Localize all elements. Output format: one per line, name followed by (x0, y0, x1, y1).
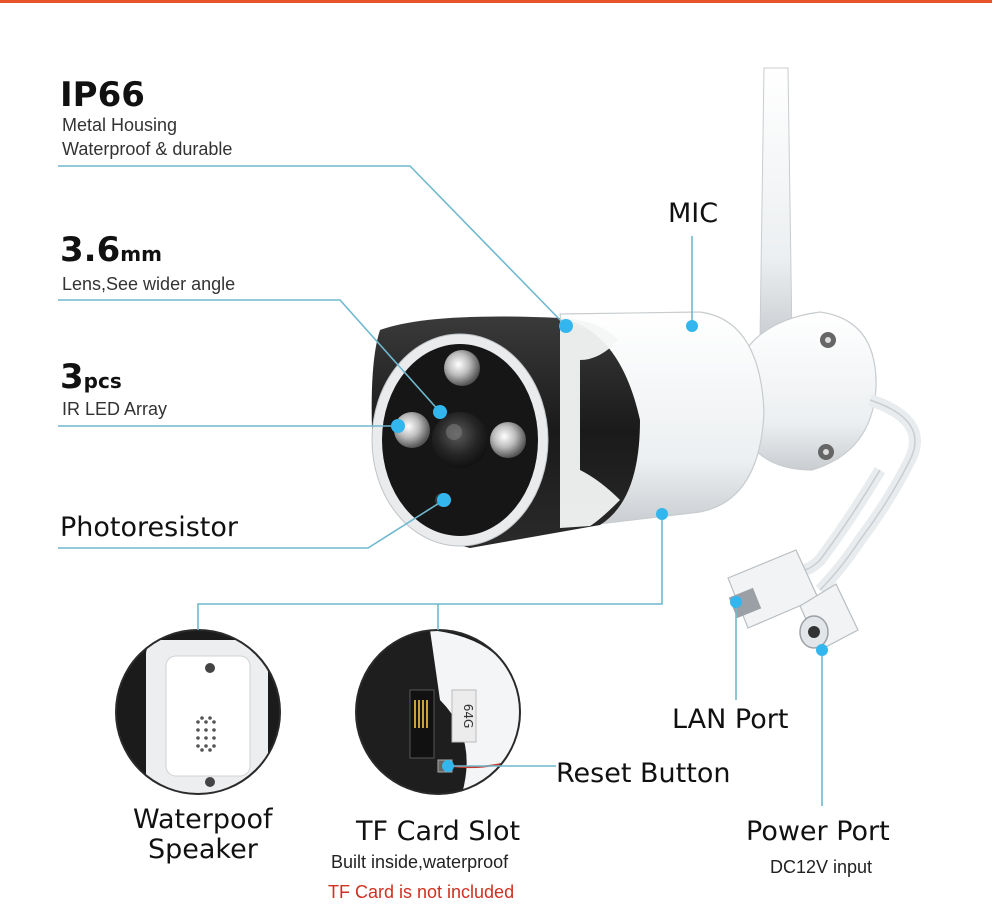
lan-port-label: LAN Port (672, 704, 789, 735)
ip66-line2: Waterproof & durable (62, 139, 233, 159)
power-port-line1: DC12V input (770, 857, 873, 877)
tf-card-line1: Built inside,waterproof (331, 852, 509, 872)
ir-value: 3 (60, 357, 84, 397)
lens-line1: Lens,See wider angle (62, 274, 236, 294)
ip66-line1: Metal Housing (62, 115, 178, 135)
wall-mount (739, 311, 877, 471)
mic-label: MIC (668, 198, 719, 229)
lens-title: 3.6mm (60, 233, 162, 267)
callout-dots (391, 319, 828, 772)
reset-button-label: Reset Button (556, 758, 731, 789)
leader-lines (58, 165, 823, 806)
speaker-grille-icon (196, 716, 216, 752)
ir-unit: pcs (83, 369, 122, 393)
photoresistor-label: Photoresistor (60, 512, 238, 543)
lan-connector (727, 549, 819, 629)
speaker-label-line2: Speaker (148, 834, 258, 865)
tf-card-inset: 64G (355, 629, 521, 795)
tf-card-title: TF Card Slot (356, 816, 521, 847)
ir-title: 3pcs (60, 360, 122, 394)
lens-value: 3.6 (60, 230, 121, 270)
ir-line1: IR LED Array (62, 399, 168, 419)
tf-card-note: TF Card is not included (328, 882, 515, 902)
ip66-title: IP66 (60, 75, 145, 115)
top-accent-bar (0, 0, 992, 3)
camera-body (371, 311, 765, 548)
speaker-label-line1: Waterpoof (133, 804, 273, 835)
power-port-title: Power Port (746, 816, 890, 847)
lens-unit: mm (120, 242, 162, 266)
speaker-inset (115, 629, 281, 795)
power-connector (799, 583, 859, 651)
sd-card-label: 64G (461, 704, 475, 729)
